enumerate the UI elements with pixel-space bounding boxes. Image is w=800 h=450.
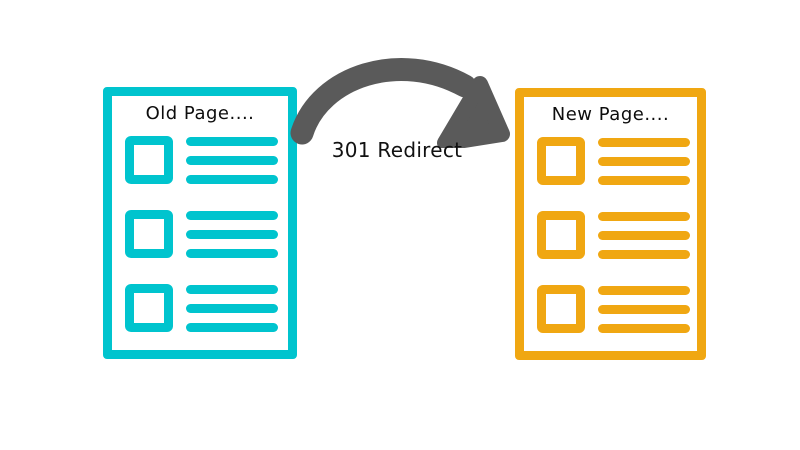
new-page-title: New Page.... — [551, 104, 670, 125]
checkbox-icon[interactable] — [537, 137, 585, 185]
list-item[interactable] — [125, 129, 280, 191]
old-page-title: Old Page.... — [145, 103, 255, 124]
text-line — [598, 175, 690, 185]
text-line — [598, 285, 690, 295]
text-line — [186, 284, 278, 294]
text-lines — [186, 210, 280, 258]
text-line — [186, 303, 278, 313]
checkbox-icon[interactable] — [537, 211, 585, 259]
text-line — [186, 174, 278, 184]
list-item[interactable] — [537, 130, 690, 192]
text-line — [186, 210, 278, 220]
list-item[interactable] — [125, 277, 280, 339]
checkbox-icon[interactable] — [125, 136, 173, 184]
text-line — [598, 211, 690, 221]
text-lines — [598, 137, 690, 185]
text-lines — [186, 136, 280, 184]
old-page-document[interactable]: Old Page.... — [103, 87, 297, 359]
old-page-rows — [112, 129, 288, 350]
text-line — [186, 155, 278, 165]
text-line — [598, 249, 690, 259]
list-item[interactable] — [125, 203, 280, 265]
curved-arrow-icon — [290, 58, 510, 151]
checkbox-icon[interactable] — [125, 284, 173, 332]
checkbox-icon[interactable] — [537, 285, 585, 333]
text-lines — [598, 211, 690, 259]
list-item[interactable] — [537, 204, 690, 266]
new-page-document[interactable]: New Page.... — [515, 88, 706, 360]
text-line — [186, 322, 278, 332]
text-line — [598, 156, 690, 166]
text-lines — [186, 284, 280, 332]
list-item[interactable] — [537, 278, 690, 340]
redirect-arrow-container — [280, 38, 520, 151]
new-page-rows — [524, 130, 697, 351]
text-line — [598, 230, 690, 240]
text-line — [186, 136, 278, 146]
redirect-label: 301 Redirect — [331, 138, 463, 162]
text-line — [598, 323, 690, 333]
text-lines — [598, 285, 690, 333]
text-line — [598, 137, 690, 147]
text-line — [186, 248, 278, 258]
text-line — [186, 229, 278, 239]
text-line — [598, 304, 690, 314]
checkbox-icon[interactable] — [125, 210, 173, 258]
